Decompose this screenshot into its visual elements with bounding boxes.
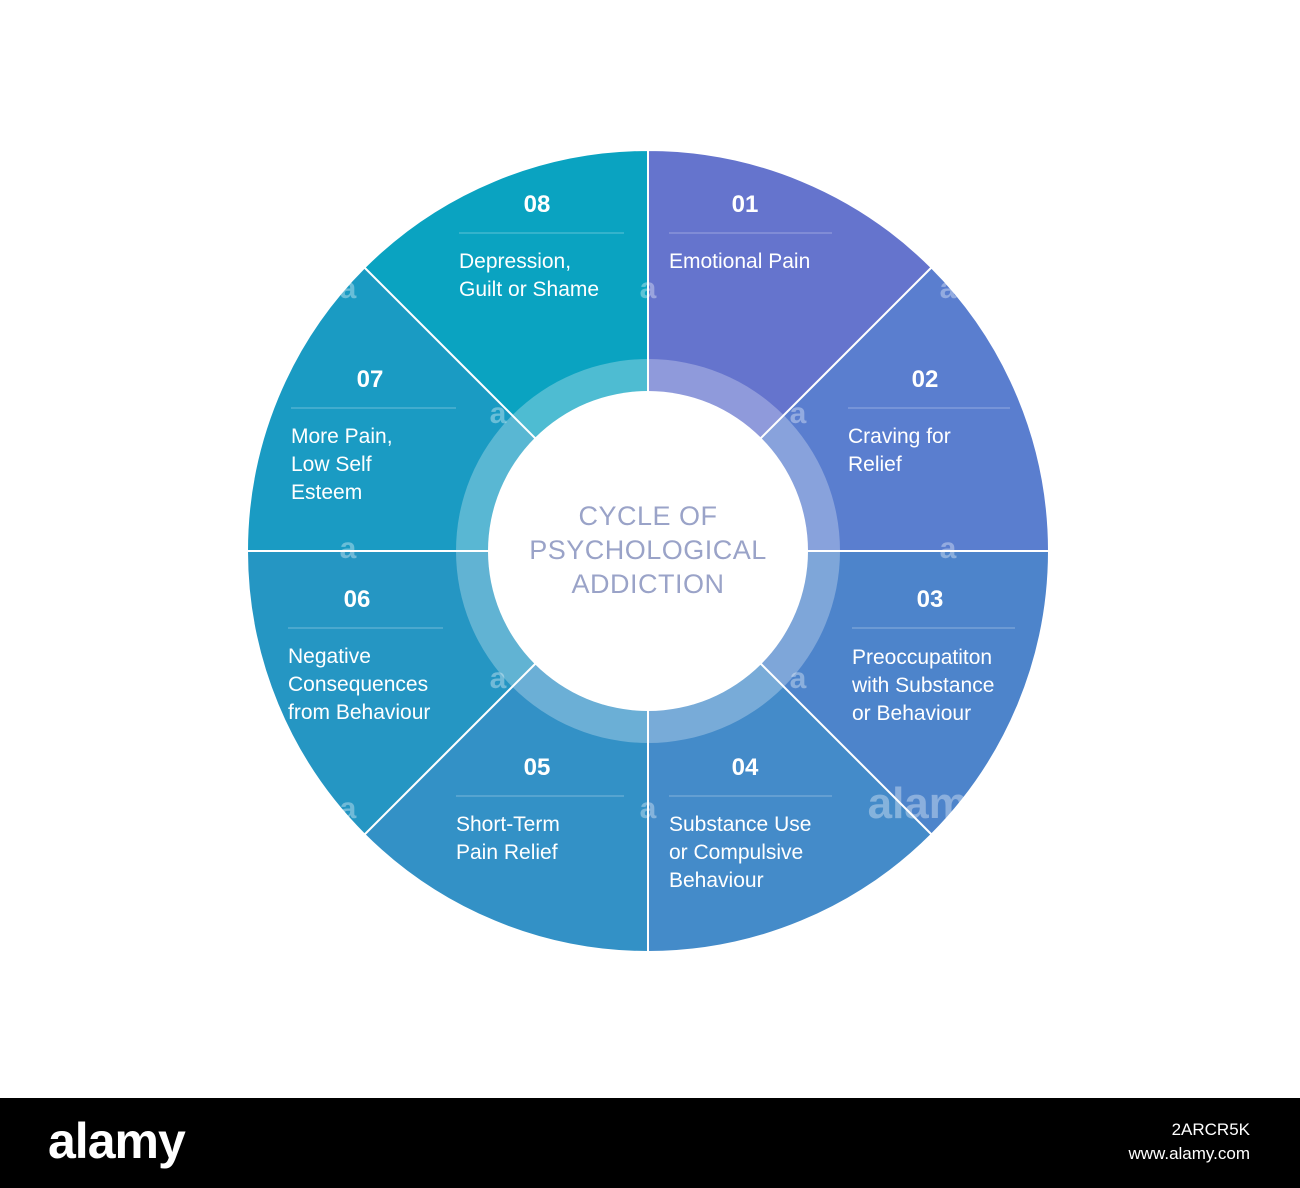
segment-label-04: Substance Use xyxy=(669,813,811,836)
segment-label-06: from Behaviour xyxy=(288,701,430,724)
segment-number-07: 07 xyxy=(357,366,384,393)
segment-label-03: or Behaviour xyxy=(852,702,971,725)
segment-label-04: Behaviour xyxy=(669,869,764,892)
watermark-mark: a xyxy=(490,662,507,695)
watermark-layer: a a a a a a a a a a a a alamy xyxy=(340,272,993,949)
segment-number-03: 03 xyxy=(917,586,944,613)
segment-label-01: Emotional Pain xyxy=(669,250,810,273)
footer-info: 2ARCR5K www.alamy.com xyxy=(1128,1118,1250,1166)
segment-label-07: Esteem xyxy=(291,481,362,504)
segment-label-08: Depression, xyxy=(459,250,571,273)
segment-label-02: Relief xyxy=(848,453,902,476)
watermark-mark: a xyxy=(940,272,957,305)
segment-number-02: 02 xyxy=(912,366,939,393)
segment-label-03: Preoccupatiton xyxy=(852,646,992,669)
watermark-mark: a xyxy=(490,916,507,949)
segment-number-04: 04 xyxy=(732,754,759,781)
segment-number-08: 08 xyxy=(524,191,551,218)
segment-label-03: with Substance xyxy=(851,674,994,697)
watermark-text: alamy xyxy=(868,779,993,828)
watermark-mark: a xyxy=(940,532,957,565)
segment-number-06: 06 xyxy=(344,586,371,613)
center-circle xyxy=(488,391,808,711)
footer-image-id: 2ARCR5K xyxy=(1171,1120,1250,1139)
segment-label-08: Guilt or Shame xyxy=(459,278,599,301)
watermark-mark: a xyxy=(640,792,657,825)
segment-number-05: 05 xyxy=(524,754,551,781)
segment-number-01: 01 xyxy=(732,191,759,218)
watermark-mark: a xyxy=(640,272,657,305)
segment-label-07: Low Self xyxy=(291,453,372,476)
center-title-line: CYCLE OF xyxy=(578,501,717,531)
center-title-line: PSYCHOLOGICAL xyxy=(529,535,767,565)
center-layer: CYCLE OF PSYCHOLOGICAL ADDICTION xyxy=(488,391,808,711)
watermark-mark: a xyxy=(340,532,357,565)
watermark-mark: a xyxy=(340,272,357,305)
stock-footer: alamy 2ARCR5K www.alamy.com xyxy=(0,1098,1300,1188)
watermark-mark: a xyxy=(490,397,507,430)
segment-label-02: Craving for xyxy=(848,425,951,448)
segment-label-05: Pain Relief xyxy=(456,841,558,864)
segment-label-04: or Compulsive xyxy=(669,841,803,864)
footer-logo: alamy xyxy=(48,1113,186,1169)
watermark-mark: a xyxy=(790,662,807,695)
watermark-mark: a xyxy=(340,792,357,825)
segment-label-06: Consequences xyxy=(288,673,428,696)
segment-label-05: Short-Term xyxy=(456,813,560,836)
watermark-mark: a xyxy=(790,397,807,430)
center-title-line: ADDICTION xyxy=(572,569,725,599)
segment-label-07: More Pain, xyxy=(291,425,393,448)
footer-site: www.alamy.com xyxy=(1128,1144,1250,1163)
segment-label-06: Negative xyxy=(288,645,371,668)
cycle-diagram: CYCLE OF PSYCHOLOGICAL ADDICTION 01Emotion… xyxy=(245,148,1051,954)
